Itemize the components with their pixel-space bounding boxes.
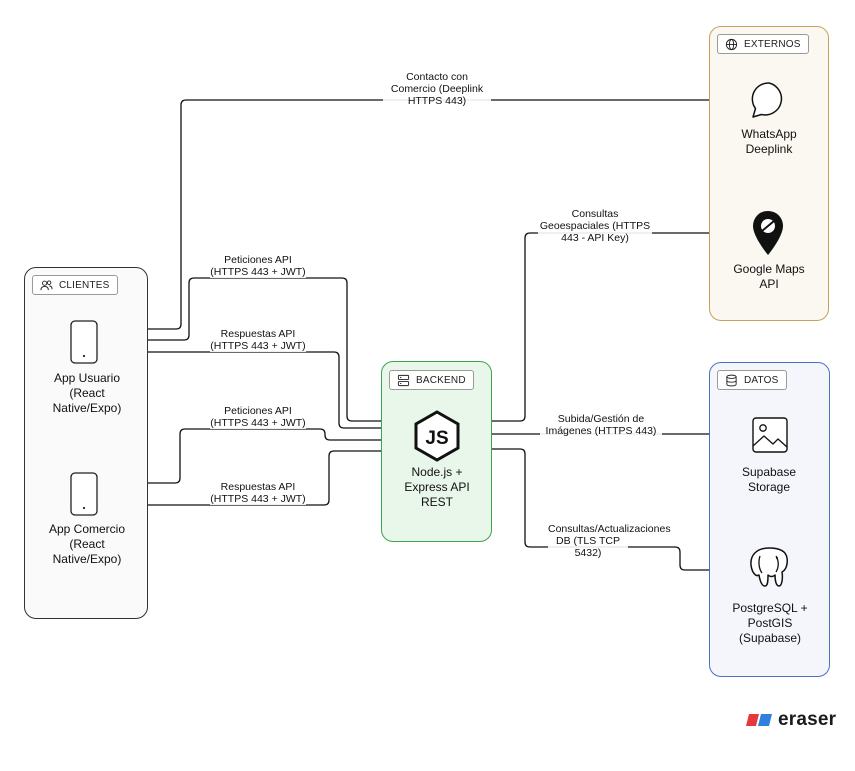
edge-label-peticiones-comercio: Peticiones API (HTTPS 443 + JWT) [210,405,306,429]
mobile-phone-icon [70,472,98,516]
mobile-phone-icon [70,320,98,364]
data-group-tag: DATOS [717,370,787,390]
database-icon [726,374,737,386]
clients-group-tag: CLIENTES [32,275,118,295]
edge-label-peticiones-usuario: Peticiones API (HTTPS 443 + JWT) [210,254,306,278]
edge-respuestas-usuario [112,352,412,429]
postgres-label: PostgreSQL + PostGIS (Supabase) [732,601,808,645]
external-group-label: EXTERNOS [744,38,801,50]
eraser-logo-text: eraser [778,709,837,730]
data-group-label: DATOS [744,374,779,386]
data-group [709,362,830,677]
backend-group-tag: BACKEND [389,370,474,390]
edge-label-respuestas-usuario: Respuestas API (HTTPS 443 + JWT) [210,328,306,352]
backend-label: Node.js + Express API REST [404,465,470,509]
map-pin-icon [753,211,783,255]
app-comercio-label: App Comercio (React Native/Expo) [48,522,126,566]
edge-label-imagenes: Subida/Gestión de Imágenes (HTTPS 443) [540,413,662,437]
external-group-tag: EXTERNOS [717,34,809,54]
users-icon [40,279,53,290]
edge-label-contacto: Contacto con Comercio (Deeplink HTTPS 44… [383,71,491,107]
eraser-logo-mark-icon [746,714,772,726]
edge-label-respuestas-comercio: Respuestas API (HTTPS 443 + JWT) [210,481,306,505]
whatsapp-label: WhatsApp Deeplink [741,127,797,156]
nodejs-icon: JS [414,410,460,462]
edge-peticiones-usuario [110,277,412,421]
edge-peticiones-comercio [110,428,412,484]
google-maps-label: Google Maps API [733,262,805,291]
backend-group-label: BACKEND [416,374,466,386]
svg-text:JS: JS [425,428,448,449]
server-icon [397,374,410,386]
app-usuario-label: App Usuario (React Native/Expo) [52,371,122,415]
globe-icon [725,38,738,50]
eraser-logo: eraser [745,709,836,731]
edge-respuestas-comercio [112,450,412,505]
postgresql-icon [750,547,788,587]
edge-geo [462,233,744,422]
edge-label-geo: Consultas Geoespaciales (HTTPS 443 - API… [538,208,652,244]
chat-bubble-icon [751,82,783,118]
image-icon [752,417,788,453]
edge-label-db: Consultas/Actualizaciones DB (TLS TCP 54… [548,523,671,559]
storage-label: Supabase Storage [741,465,797,494]
external-group [709,26,829,321]
edge-contacto [110,100,744,330]
clients-group-label: CLIENTES [59,279,110,291]
